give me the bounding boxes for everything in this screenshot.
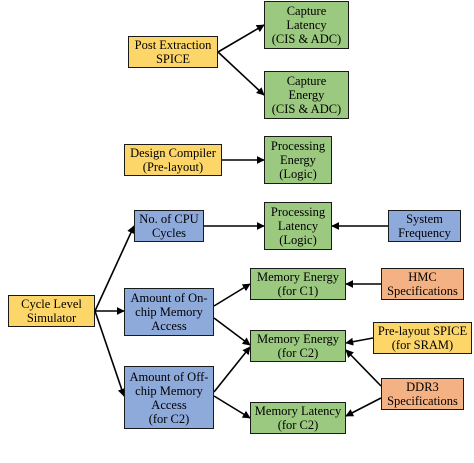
node-processing-energy: Processing Energy (Logic) <box>264 136 332 184</box>
node-capture-energy: Capture Energy (CIS & ADC) <box>264 71 349 119</box>
node-processing-latency: Processing Latency (Logic) <box>264 202 332 250</box>
edge-ddr3-to-memory-energy-c2 <box>345 349 382 387</box>
node-post-extraction: Post Extraction SPICE <box>128 36 218 68</box>
edge-onchip-to-memory-energy-c1 <box>213 283 251 307</box>
edge-cycle-level-to-cpu-cycles <box>94 225 135 312</box>
node-design-compiler: Design Compiler (Pre-layout) <box>124 144 222 176</box>
node-offchip-memory-access: Amount of Off- chip Memory Access (for C… <box>124 366 214 429</box>
edge-post-extraction-to-capture-latency <box>217 24 265 53</box>
node-onchip-memory-access: Amount of On- chip Memory Access <box>124 288 214 336</box>
edge-prelayout-spice-to-memory-energy-c2 <box>345 337 374 346</box>
edge-onchip-to-memory-energy-c2 <box>213 317 251 346</box>
node-prelayout-spice: Pre-layout SPICE (for SRAM) <box>373 322 472 354</box>
edge-post-extraction-to-capture-energy <box>217 51 265 96</box>
node-hmc-specifications: HMC Specifications <box>381 268 464 300</box>
node-ddr3-specifications: DDR3 Specifications <box>381 378 464 410</box>
node-cpu-cycles: No. of CPU Cycles <box>134 210 204 242</box>
node-cycle-level-simulator: Cycle Level Simulator <box>8 295 95 327</box>
edge-cycle-level-to-offchip-access <box>94 310 126 397</box>
node-memory-energy-c2: Memory Energy (for C2) <box>250 330 346 362</box>
edge-ddr3-to-memory-latency-c2 <box>345 397 382 417</box>
edge-offchip-to-memory-latency-c2 <box>213 395 251 419</box>
node-capture-latency: Capture Latency (CIS & ADC) <box>264 1 349 49</box>
node-system-frequency: System Frequency <box>388 210 461 242</box>
node-memory-energy-c1: Memory Energy (for C1) <box>250 268 346 300</box>
node-memory-latency-c2: Memory Latency (for C2) <box>250 402 346 434</box>
edge-offchip-to-memory-energy-c2 <box>213 346 251 393</box>
